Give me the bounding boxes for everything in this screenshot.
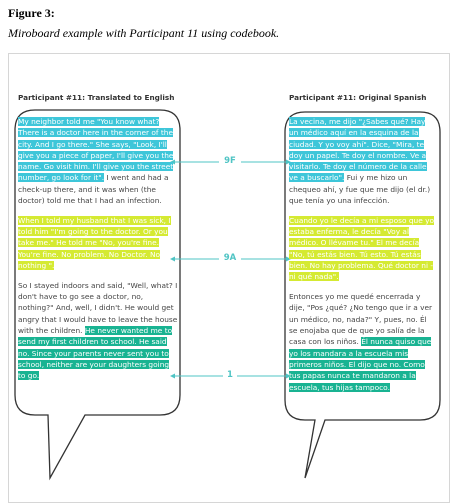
english-paragraph: My neighbor told me "You know what? Ther… <box>18 116 178 206</box>
figure-label: Figure 3: <box>8 6 55 20</box>
figure-caption: Miroboard example with Participant 11 us… <box>8 26 280 40</box>
english-column-title: Participant #11: Translated to English <box>18 93 175 102</box>
spanish-speech-bubble[interactable] <box>284 111 441 479</box>
spanish-transcript: La vecina, me dijo "¿Sabes qué? Hay un m… <box>289 116 437 401</box>
highlight-code-9a[interactable]: Cuando yo le decía a mi esposo que yo es… <box>289 215 435 282</box>
spanish-paragraph: Cuando yo le decía a mi esposo que yo es… <box>289 215 437 283</box>
english-paragraph: So I stayed indoors and said, "Well, wha… <box>18 280 178 382</box>
english-speech-bubble[interactable] <box>14 109 181 481</box>
highlight-code-9a[interactable]: When I told my husband that I was sick, … <box>18 215 171 271</box>
plain-text: Fui y me hizo un chequeo ahí, y fue que … <box>289 173 431 206</box>
english-transcript: My neighbor told me "You know what? Ther… <box>18 116 178 390</box>
plain-text: I went and had a check-up there, and it … <box>18 173 169 206</box>
spanish-paragraph: Entonces yo me quedé encerrada y dije, "… <box>289 291 437 393</box>
code-label-9f: 9F <box>224 156 236 166</box>
plain-text: Entonces yo me quedé encerrada y dije, "… <box>289 292 433 347</box>
code-label-9a: 9A <box>223 253 237 263</box>
code-label-1: 1 <box>227 370 233 380</box>
spanish-paragraph: La vecina, me dijo "¿Sabes qué? Hay un m… <box>289 116 437 206</box>
spanish-column-title: Participant #11: Original Spanish <box>289 93 427 102</box>
plain-text: So I stayed indoors and said, "Well, wha… <box>18 280 178 336</box>
english-paragraph: When I told my husband that I was sick, … <box>18 215 178 271</box>
